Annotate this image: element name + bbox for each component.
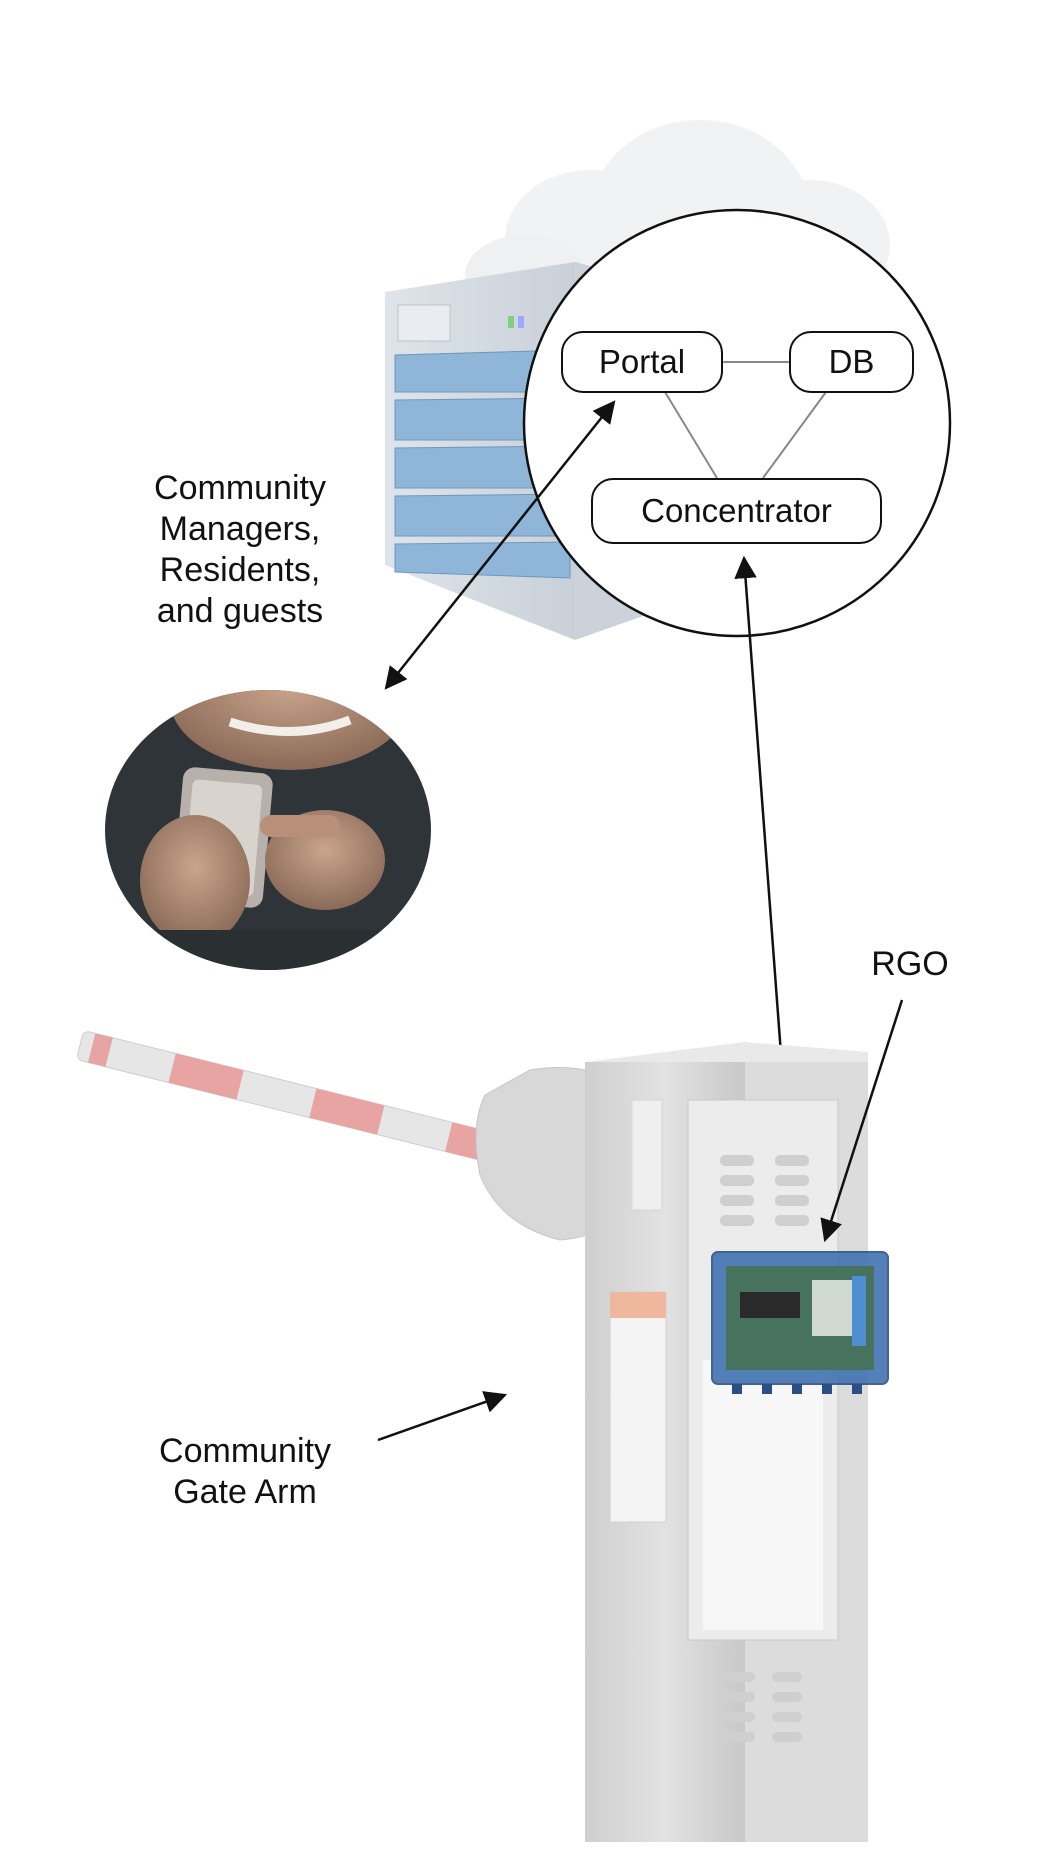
users-label-line4: and guests: [156, 592, 324, 630]
users-label-line3: Residents,: [159, 551, 321, 589]
system-zoom-circle: [522, 208, 952, 638]
db-node: DB: [789, 331, 914, 393]
rgo-device-image: [711, 1251, 889, 1394]
users-label: Community Managers, Residents, and guest…: [110, 468, 370, 632]
arrow-gate-label: [377, 1391, 508, 1442]
concentrator-node: Concentrator: [591, 478, 882, 544]
arrow-users-portal: [384, 400, 616, 690]
internal-links: [664, 361, 827, 479]
arrow-rgo-label: [820, 999, 904, 1243]
users-label-line2: Managers,: [159, 510, 321, 548]
users-label-line1: Community: [154, 469, 326, 507]
gate-label-line1: Community: [159, 1432, 331, 1470]
gate-label: Community Gate Arm: [120, 1431, 370, 1513]
rgo-label: RGO: [871, 945, 949, 983]
portal-node: Portal: [561, 331, 723, 393]
gate-label-line2: Gate Arm: [173, 1473, 317, 1511]
